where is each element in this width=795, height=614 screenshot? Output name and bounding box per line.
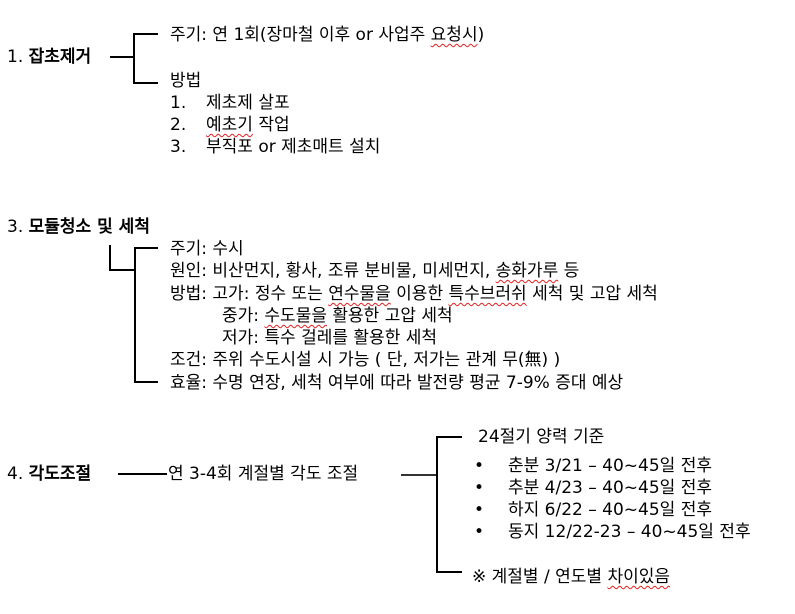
bullet-icon: • <box>474 500 485 520</box>
section3-cause: 원인: 비산먼지, 황사, 조류 분비물, 미세먼지, 송화가루 등 <box>170 260 579 282</box>
section3-cycle: 주기: 수시 <box>170 239 244 259</box>
bullet-icon: • <box>474 522 485 542</box>
method-mid-text: 중가: <box>222 306 265 326</box>
cycle-end: ) <box>477 25 485 45</box>
section4-heading: 4. 각도조절 <box>7 463 91 485</box>
section3-method-high: 방법: 고가: 정수 또는 연수물을 이용한 특수브러쉬 세척 및 고압 세척 <box>170 283 658 305</box>
section1-method-label: 방법 <box>170 71 202 91</box>
connector-line <box>109 269 136 271</box>
method-mid-suffix: 활용한 고압 세척 <box>326 306 453 326</box>
bracket-vertical <box>133 33 135 84</box>
cause-suffix: 등 <box>558 261 580 281</box>
section3-heading: 3. 모듈청소 및 세척 <box>7 216 150 238</box>
bracket-vertical <box>134 247 136 383</box>
method-number: 1. <box>170 93 187 113</box>
connector-line <box>110 56 135 58</box>
method-high-underlined: 연수물을 <box>328 284 391 304</box>
section1-title: 잡초제거 <box>28 47 92 67</box>
bracket-bottom-arm <box>133 82 158 84</box>
section4-note: ※ 계절별 / 연도별 차이있음 <box>472 566 670 588</box>
section4-title: 각도조절 <box>28 464 92 484</box>
method-item: 2. 예초기 작업 <box>170 114 290 136</box>
connector-line <box>118 473 167 475</box>
season-text: 동지 12/22-23 – 40~45일 전후 <box>508 522 751 542</box>
section1-heading: 1. 잡초제거 <box>7 46 91 68</box>
section3-title: 모듈청소 및 세척 <box>28 217 150 237</box>
section1-number: 1. <box>7 47 24 67</box>
method-mid-underlined: 수도물을 <box>264 306 327 326</box>
season-item: • 추분 4/23 – 40~45일 전후 <box>470 477 712 499</box>
season-text: 하지 6/22 – 40~45일 전후 <box>508 500 712 520</box>
method-text: 부직포 or 제초매트 설치 <box>206 137 381 157</box>
method-high-mid: 이용한 <box>390 284 449 304</box>
method-item: 1. 제초제 살포 <box>170 92 290 114</box>
season-item: • 동지 12/22-23 – 40~45일 전후 <box>470 521 751 543</box>
note-text: ※ 계절별 / 연도별 <box>472 567 608 587</box>
cause-text: 원인: 비산먼지, 황사, 조류 분비물, 미세먼지, <box>170 261 496 281</box>
bracket-top-arm <box>134 247 158 249</box>
bracket-bottom-arm <box>436 571 462 573</box>
cause-underlined: 송화가루 <box>495 261 559 281</box>
bullet-icon: • <box>474 478 485 498</box>
method-number: 3. <box>170 137 187 157</box>
bracket-bottom-arm <box>134 381 158 383</box>
method-item: 3. 부직포 or 제초매트 설치 <box>170 136 380 158</box>
section3-method-low: 저가: 특수 걸레를 활용한 세척 <box>222 328 438 348</box>
bullet-icon: • <box>474 456 485 476</box>
season-item: • 춘분 3/21 – 40~45일 전후 <box>470 455 712 477</box>
season-item: • 하지 6/22 – 40~45일 전후 <box>470 499 712 521</box>
method-number: 2. <box>170 115 187 135</box>
bracket-vertical <box>436 436 438 573</box>
cycle-underlined: 요청시 <box>430 25 478 45</box>
method-high-suffix: 세척 및 고압 세척 <box>526 284 658 304</box>
season-text: 춘분 3/21 – 40~45일 전후 <box>508 456 712 476</box>
section3-condition: 조건: 주위 수도시설 시 가능 ( 단, 저가는 관계 무(無) ) <box>170 350 561 370</box>
section4-frequency: 연 3-4회 계절별 각도 조절 <box>168 464 359 484</box>
method-high-underlined: 특수브러쉬 <box>448 284 527 304</box>
bracket-top-arm <box>436 436 462 438</box>
connector-line <box>401 474 437 476</box>
section3-method-mid: 중가: 수도물을 활용한 고압 세척 <box>222 305 453 327</box>
method-high-text: 방법: 고가: 정수 또는 <box>170 284 329 304</box>
bracket-stem <box>109 245 111 271</box>
section3-number: 3. <box>7 217 24 237</box>
section3-efficiency: 효율: 수명 연장, 세척 여부에 따라 발전량 평균 7-9% 증대 예상 <box>170 373 624 393</box>
section4-basis: 24절기 양력 기준 <box>478 427 605 447</box>
cycle-text: 주기: 연 1회(장마철 이후 or 사업주 <box>170 25 431 45</box>
note-underlined: 차이있음 <box>607 567 670 587</box>
section1-cycle: 주기: 연 1회(장마철 이후 or 사업주 요청시) <box>170 24 484 46</box>
method-text: 제초제 살포 <box>206 93 290 113</box>
section4-number: 4. <box>7 464 24 484</box>
method-text: 작업 <box>252 115 290 135</box>
method-text-underlined: 예초기 <box>206 115 253 135</box>
bracket-top-arm <box>133 33 158 35</box>
season-text: 추분 4/23 – 40~45일 전후 <box>508 478 712 498</box>
